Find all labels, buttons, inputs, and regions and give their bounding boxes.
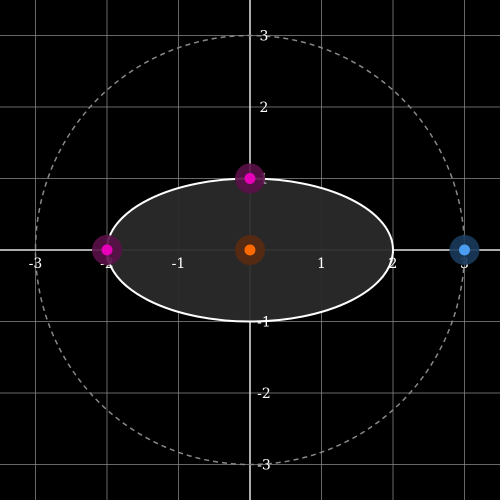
x-tick-label: 2: [389, 256, 398, 272]
left-vertex-point[interactable]: [92, 235, 122, 265]
left-vertex-point-dot[interactable]: [101, 244, 113, 256]
x-tick-label: -1: [172, 256, 186, 272]
center-point-dot[interactable]: [244, 244, 256, 256]
top-vertex-point[interactable]: [235, 163, 265, 194]
center-point[interactable]: [235, 235, 265, 265]
y-tick-label: 2: [260, 100, 269, 116]
top-vertex-point-dot[interactable]: [244, 173, 256, 184]
y-tick-label: -1: [257, 315, 271, 331]
y-tick-label: 3: [260, 29, 269, 45]
right-point-dot[interactable]: [459, 244, 470, 256]
y-tick-label: -3: [257, 458, 271, 474]
x-tick-label: 1: [317, 256, 326, 272]
y-tick-label: -2: [257, 386, 271, 402]
x-tick-label: -3: [29, 256, 43, 272]
points-layer: [92, 163, 480, 265]
right-point[interactable]: [449, 235, 480, 265]
